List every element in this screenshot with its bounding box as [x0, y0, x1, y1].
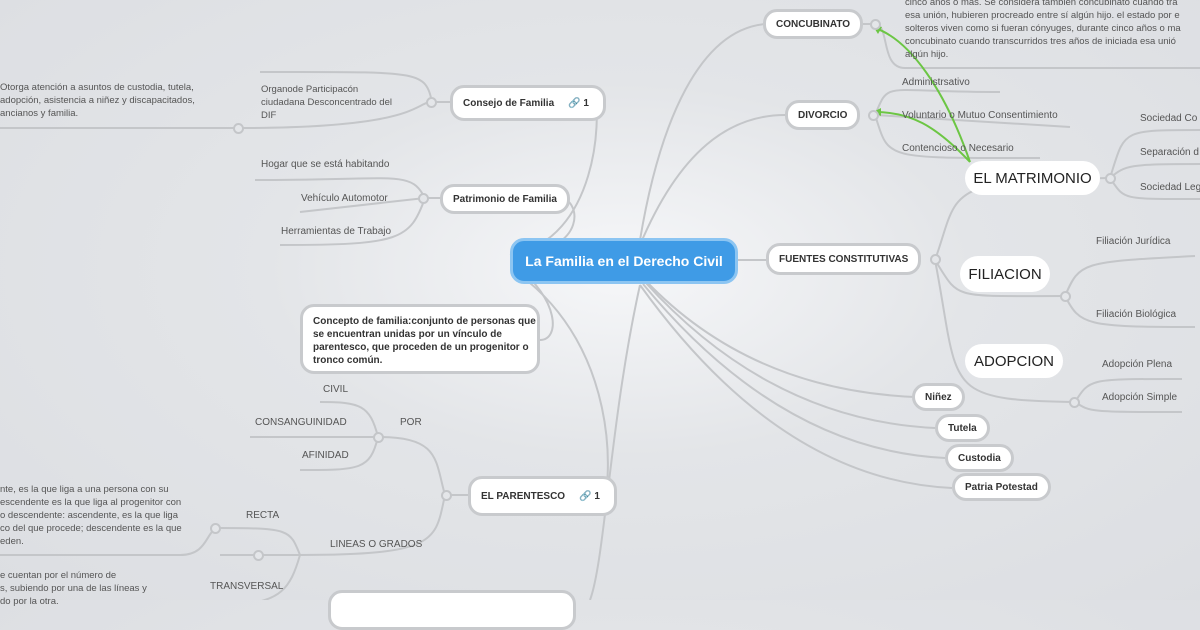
recta-note: nte, es la que liga a una persona con su…	[0, 484, 182, 547]
consejo-node[interactable]: Consejo de Familia 🔗 1	[450, 85, 606, 121]
collapse-toggle[interactable]	[426, 97, 437, 108]
collapse-toggle[interactable]	[233, 123, 244, 134]
collapse-toggle[interactable]	[1069, 397, 1080, 408]
divorcio-item[interactable]: Voluntario o Mutuo Consentimiento	[902, 110, 1058, 121]
collapse-toggle[interactable]	[210, 523, 221, 534]
filiacion-node[interactable]: FILIACION	[960, 256, 1050, 292]
collapse-toggle[interactable]	[1105, 173, 1116, 184]
transversal-label[interactable]: TRANSVERSAL	[210, 581, 284, 592]
filiacion-item[interactable]: Filiación Jurídica	[1096, 236, 1171, 247]
link-icon[interactable]: 🔗 1	[579, 490, 600, 502]
node-label: Consejo de Familia	[463, 97, 555, 109]
link-count: 1	[583, 97, 589, 109]
node-label: EL PARENTESCO	[481, 490, 566, 502]
adopcion-node[interactable]: ADOPCION	[965, 344, 1063, 378]
divorcio-node[interactable]: DIVORCIO	[785, 100, 861, 130]
link-count: 1	[594, 490, 600, 502]
link-icon[interactable]: 🔗 1	[568, 97, 589, 109]
collapse-toggle[interactable]	[441, 490, 452, 501]
divorcio-item[interactable]: Contencioso o Necesario	[902, 143, 1014, 154]
patrimonio-item[interactable]: Vehículo Automotor	[301, 193, 388, 204]
matrimonio-item[interactable]: Separación d	[1140, 147, 1199, 158]
custodia-node[interactable]: Custodia	[945, 444, 1014, 472]
collapse-toggle[interactable]	[1060, 291, 1071, 302]
por-item[interactable]: CIVIL	[323, 384, 349, 395]
collapse-toggle[interactable]	[930, 254, 941, 265]
recta-label[interactable]: RECTA	[246, 510, 280, 521]
matrimonio-item[interactable]: Sociedad Leg	[1140, 182, 1200, 193]
concepto-node[interactable]: Concepto de familia:conjunto de personas…	[300, 304, 540, 374]
fuentes-node[interactable]: FUENTES CONSTITUTIVAS	[766, 243, 922, 275]
ninez-node[interactable]: Niñez	[912, 383, 965, 411]
patrimonio-item[interactable]: Hogar que se está habitando	[261, 159, 390, 170]
filiacion-item[interactable]: Filiación Biológica	[1096, 309, 1177, 320]
por-label[interactable]: POR	[400, 417, 422, 428]
divorcio-item[interactable]: Administrsativo	[902, 77, 970, 88]
concubinato-note: cinco años o más. Se considera también c…	[905, 0, 1181, 60]
matrimonio-item[interactable]: Sociedad Co	[1140, 113, 1198, 124]
por-item[interactable]: CONSANGUINIDAD	[255, 417, 347, 428]
por-item[interactable]: AFINIDAD	[302, 450, 349, 461]
matrimonio-node[interactable]: EL MATRIMONIO	[965, 161, 1100, 195]
lineas-label[interactable]: LINEAS O GRADOS	[330, 539, 423, 550]
adopcion-item[interactable]: Adopción Plena	[1102, 359, 1173, 370]
collapse-toggle[interactable]	[253, 550, 264, 561]
concubinato-node[interactable]: CONCUBINATO	[763, 9, 864, 39]
partial-node[interactable]	[328, 590, 576, 630]
patrimonio-item[interactable]: Herramientas de Trabajo	[281, 226, 392, 237]
consejo-note: Otorga atención a asuntos de custodia, t…	[0, 82, 195, 119]
collapse-toggle[interactable]	[418, 193, 429, 204]
parentesco-node[interactable]: EL PARENTESCO 🔗 1	[468, 476, 617, 516]
collapse-toggle[interactable]	[870, 19, 881, 30]
adopcion-item[interactable]: Adopción Simple	[1102, 392, 1178, 403]
collapse-toggle[interactable]	[868, 110, 879, 121]
patrimonio-node[interactable]: Patrimonio de Familia	[440, 184, 570, 214]
patria-potestad-node[interactable]: Patria Potestad	[952, 473, 1051, 501]
collapse-toggle[interactable]	[373, 432, 384, 443]
tutela-node[interactable]: Tutela	[935, 414, 990, 442]
root-topic[interactable]: La Familia en el Derecho Civil	[510, 238, 738, 284]
